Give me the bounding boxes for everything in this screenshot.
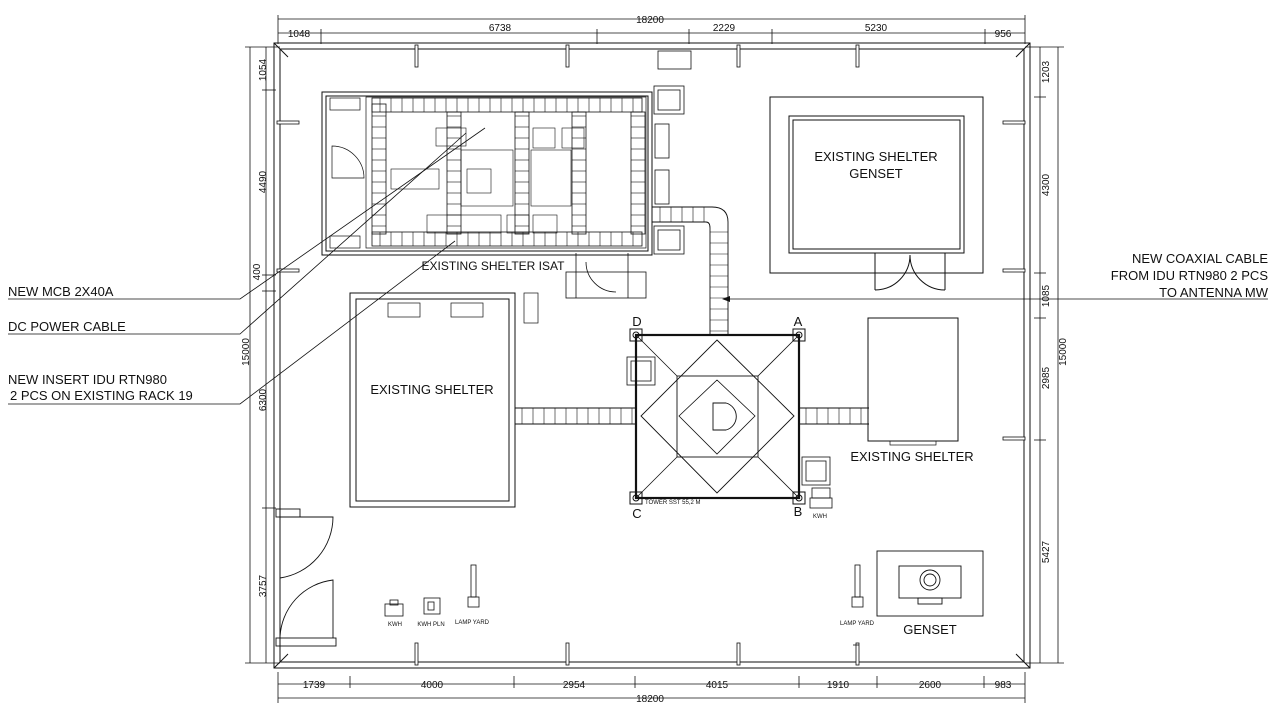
dim-right-3: 1085 [1041, 284, 1052, 307]
shelter-right-label: EXISTING SHELTER [850, 449, 973, 464]
dim-right-5: 5427 [1041, 540, 1052, 563]
callout-idu-line1: NEW INSERT IDU RTN980 [8, 372, 167, 387]
dim-top-2: 6738 [489, 23, 512, 34]
cable-ladder-left [515, 407, 869, 425]
dim-bottom-5: 1910 [827, 680, 850, 691]
lamp-yard-right [851, 564, 864, 646]
dim-bottom-total: 18200 [636, 694, 664, 705]
dim-left-4: 6300 [258, 388, 269, 411]
tower-leg-b: B [794, 504, 803, 519]
shelter-genset-subtitle: GENSET [849, 166, 903, 181]
dim-top-4: 5230 [865, 23, 888, 34]
kwh-right-label: KWH [813, 514, 827, 520]
entrance-gate [275, 508, 337, 647]
dim-left-2: 4490 [258, 170, 269, 193]
site-fence [273, 42, 1031, 669]
callout-dc-cable: DC POWER CABLE [8, 319, 126, 334]
callout-coax-line1: NEW COAXIAL CABLE [1132, 251, 1268, 266]
shelter-isat-label: EXISTING SHELTER ISAT [422, 259, 566, 273]
callout-idu-line2: 2 PCS ON EXISTING RACK 19 [10, 388, 193, 403]
genset-unit [876, 550, 984, 617]
genset-label: GENSET [903, 622, 957, 637]
shelter-right [867, 317, 959, 446]
cable-ladder-rungs [659, 207, 728, 332]
shelter-isat [321, 91, 653, 256]
dim-left-5: 3757 [258, 574, 269, 597]
callout-coax-line2: FROM IDU RTN980 2 PCS [1111, 268, 1269, 283]
shelter-genset [769, 96, 984, 291]
tower-leg-a: A [794, 314, 803, 329]
isat-door [565, 253, 647, 299]
top-dimensions [277, 15, 1026, 44]
tower-leg-c: C [632, 506, 641, 521]
tower-label: TOWER SST 55,2 M [645, 500, 700, 506]
dim-left-total: 15000 [241, 338, 252, 366]
tower-equipment [626, 356, 833, 509]
dim-bottom-6: 2600 [919, 680, 942, 691]
dim-right-1: 1203 [1041, 60, 1052, 83]
dim-bottom-7: 983 [995, 680, 1012, 691]
cable-ladder-rungs-horizontal [521, 408, 862, 424]
dim-bottom-2: 4000 [421, 680, 444, 691]
tower-leg-d: D [632, 314, 641, 329]
dim-left-1: 1054 [258, 58, 269, 81]
dim-bottom-4: 4015 [706, 680, 729, 691]
callout-leaders [8, 127, 1268, 405]
dim-right-2: 4300 [1041, 173, 1052, 196]
dim-top-5: 956 [995, 29, 1012, 40]
dim-bottom-1: 1739 [303, 680, 326, 691]
coax-arrow-icon [722, 296, 730, 302]
isat-equipment [653, 50, 692, 255]
dim-right-total: 15000 [1058, 338, 1069, 366]
dim-bottom-3: 2954 [563, 680, 586, 691]
tower-sst [629, 328, 806, 505]
kwh-pln-label: KWH PLN [417, 622, 444, 628]
lamp-yard-right-label: LAMP YARD [840, 621, 875, 627]
bottom-dimensions [277, 672, 1026, 703]
dim-top-3: 2229 [713, 23, 736, 34]
dim-top-1: 1048 [288, 29, 311, 40]
right-dimensions [1025, 46, 1064, 664]
dim-left-3: 400 [252, 263, 263, 280]
isat-cable-ladder-rungs [372, 98, 645, 246]
shelter-genset-title: EXISTING SHELTER [814, 149, 937, 164]
fence-posts [276, 44, 1026, 666]
bottom-left-meters [384, 564, 480, 617]
lamp-yard-left-label: LAMP YARD [455, 620, 490, 626]
shelter-left [349, 292, 539, 508]
callout-coax-line3: TO ANTENNA MW [1159, 285, 1269, 300]
cable-ladder-to-tower [652, 206, 729, 335]
dim-right-4: 2985 [1041, 366, 1052, 389]
shelter-left-label: EXISTING SHELTER [370, 382, 493, 397]
dim-top-total: 18200 [636, 15, 664, 26]
callout-mcb: NEW MCB 2X40A [8, 284, 114, 299]
kwh-left-label: KWH [388, 622, 402, 628]
